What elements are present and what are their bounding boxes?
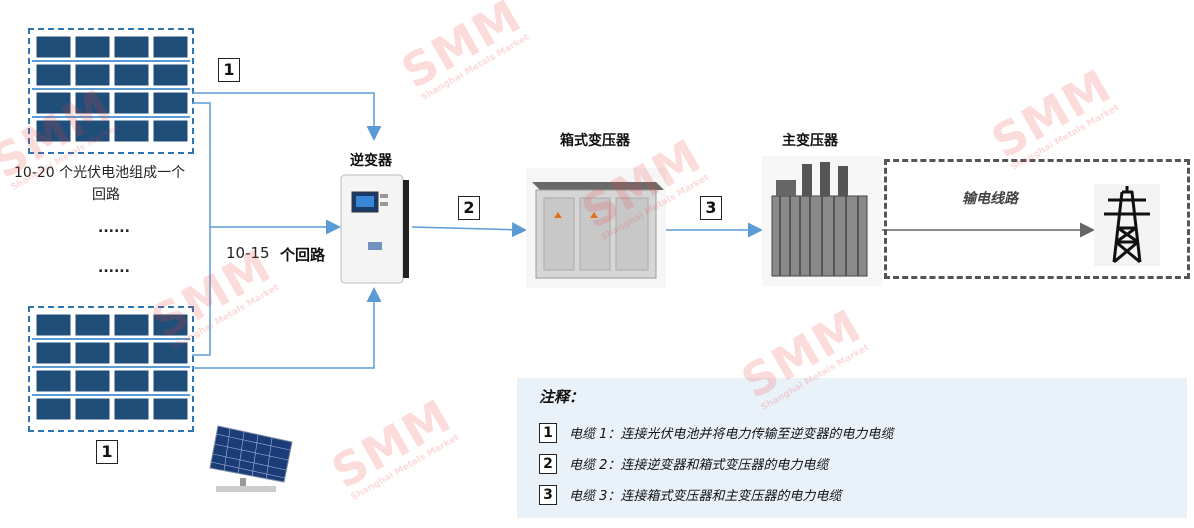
loops-number: 10-15 (226, 244, 270, 262)
cable-1-top-line (192, 92, 382, 141)
notes-title: 注释： (539, 388, 585, 406)
notes-panel: 注释： 1 电缆 1：连接光伏电池并将电力传输至逆变器的电力电缆 2 电缆 2：连接… (517, 378, 1187, 518)
group-description: 10-20 个光伏电池组成一个 (14, 165, 186, 181)
solar-panel-photo (209, 425, 293, 492)
cable-2-number: 2 (458, 196, 480, 220)
cable-2-line (411, 222, 527, 238)
main-transformer-icon (762, 156, 882, 286)
note-num-1: 1 (539, 422, 557, 443)
transmission-tower-icon (1094, 184, 1160, 266)
pv-panels-top (32, 35, 190, 143)
pv-panels-bottom (32, 313, 190, 421)
transmission-line-label: 输电线路 (962, 191, 1018, 207)
ellipsis-2: ...... (98, 260, 130, 276)
box-transformer-icon (526, 168, 666, 288)
inverter-icon (340, 174, 409, 284)
cable-1-bottom-line (192, 287, 382, 369)
loops-text: 个回路 (280, 246, 326, 264)
ellipsis-1: ...... (98, 220, 130, 236)
cable-3-number: 3 (700, 196, 722, 220)
inverter-label: 逆变器 (350, 153, 392, 169)
note-row-3: 3 电缆 3：连接箱式变压器和主变压器的电力电缆 (539, 484, 841, 506)
note-row-2: 2 电缆 2：连接逆变器和箱式变压器的电力电缆 (539, 453, 828, 475)
main-transformer-label: 主变压器 (782, 133, 838, 149)
transmission-section (884, 159, 1190, 279)
note-row-1: 1 电缆 1：连接光伏电池并将电力传输至逆变器的电力电缆 (539, 422, 893, 444)
group-description-line2: 回路 (92, 187, 120, 203)
note-num-2: 2 (539, 453, 557, 474)
cable-1-top-number: 1 (218, 58, 240, 82)
note-text-2: 电缆 2：连接逆变器和箱式变压器的电力电缆 (569, 458, 829, 473)
note-text-3: 电缆 3：连接箱式变压器和主变压器的电力电缆 (569, 489, 842, 504)
note-text-1: 电缆 1：连接光伏电池并将电力传输至逆变器的电力电缆 (569, 427, 894, 442)
box-transformer-label: 箱式变压器 (560, 133, 630, 149)
pv-array-bottom (28, 306, 194, 432)
pv-array-top (28, 28, 194, 154)
note-num-3: 3 (539, 484, 557, 505)
cable-1-bottom-number: 1 (96, 440, 118, 464)
